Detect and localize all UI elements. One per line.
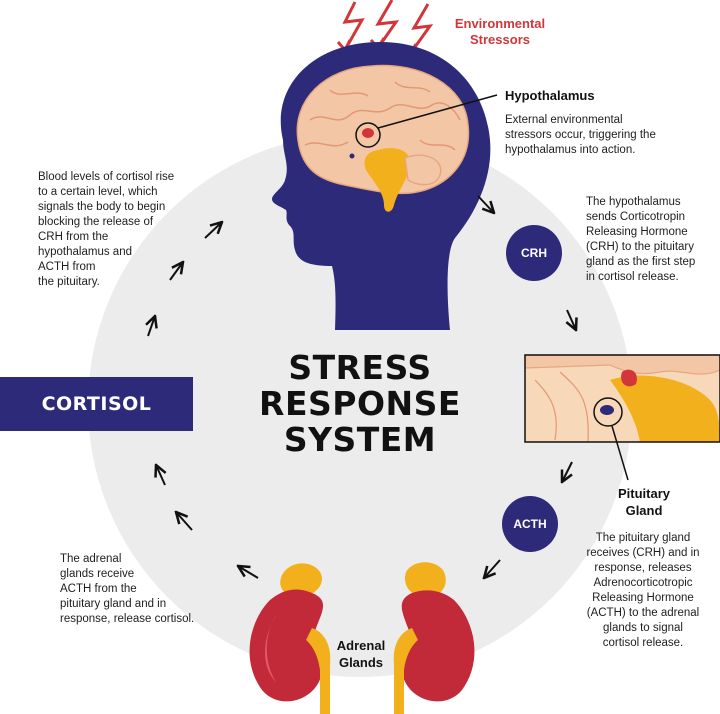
adrenal-desc-line: pituitary gland and in xyxy=(60,598,167,610)
stressors-line-1: Environmental xyxy=(454,16,546,31)
pituitary-label: Pituitary Gland xyxy=(598,485,690,519)
crh-desc-line: gland as the first step xyxy=(586,256,696,268)
arrow-hypothalamus-to-crh xyxy=(477,195,494,213)
hypothalamus-description: External environmental stressors occur, … xyxy=(505,113,715,158)
stressors-line-2: Stressors xyxy=(470,32,530,47)
title-line-2: RESPONSE xyxy=(259,384,461,423)
cortisol-box: CORTISOL xyxy=(0,377,193,431)
pituitary-desc-line: response, releases xyxy=(594,562,692,574)
arrow-crh-to-pituitary xyxy=(567,309,576,330)
pituitary-desc-line: Releasing Hormone xyxy=(592,592,694,604)
hypothalamus-label: Hypothalamus xyxy=(505,88,595,103)
brain-icon xyxy=(296,64,470,212)
adrenal-desc-line: The adrenal xyxy=(60,553,122,565)
arrow-acth-to-adrenal xyxy=(484,559,501,578)
pituitary-desc-line: receives (CRH) and in xyxy=(586,547,700,559)
arrow-adrenal-1 xyxy=(238,566,259,579)
adrenal-desc-line: response, release cortisol. xyxy=(60,613,195,625)
cortisol-desc-line: Blood levels of cortisol rise xyxy=(38,171,175,183)
cortisol-desc-line: the pituitary. xyxy=(38,276,100,288)
pituitary-desc-line: cortisol release. xyxy=(602,637,684,649)
cycle-background-circle xyxy=(88,133,632,677)
cortisol-desc-line: signals the body to begin xyxy=(38,201,166,213)
pituitary-label-line-1: Pituitary xyxy=(617,486,670,501)
adrenal-desc-line: glands receive xyxy=(60,568,135,580)
adrenal-glands-label: Adrenal Glands xyxy=(322,637,400,671)
diagram-title: STRESS RESPONSE SYSTEM xyxy=(210,350,510,458)
title-line-3: SYSTEM xyxy=(283,420,437,459)
hypothalamus-desc-line: External environmental xyxy=(505,114,623,126)
adrenal-label-line-1: Adrenal xyxy=(336,638,386,653)
cortisol-desc-line: blocking the release of xyxy=(38,216,154,228)
crh-desc-line: in cortisol release. xyxy=(586,271,679,283)
arrow-cortisol-2 xyxy=(169,262,183,281)
crh-desc-line: (CRH) to the pituitary xyxy=(586,241,695,253)
acth-badge: ACTH xyxy=(502,496,558,552)
adrenal-label-line-2: Glands xyxy=(338,655,384,670)
pituitary-description: The pituitary gland receives (CRH) and i… xyxy=(572,531,714,651)
arrow-adrenal-2 xyxy=(176,512,193,531)
pituitary-desc-line: glands to signal xyxy=(603,622,683,634)
crh-desc-line: The hypothalamus xyxy=(586,196,681,208)
crh-description: The hypothalamus sends Corticotropin Rel… xyxy=(586,195,720,285)
cycle-arrows xyxy=(148,195,576,579)
crh-desc-line: Releasing Hormone xyxy=(586,226,688,238)
cortisol-description: Blood levels of cortisol rise to a certa… xyxy=(38,170,238,290)
adrenal-glands-icon xyxy=(249,562,475,714)
arrow-cortisol-3 xyxy=(204,222,222,239)
pituitary-desc-line: (ACTH) to the adrenal xyxy=(586,607,700,619)
pituitary-desc-line: Adrenocorticotropic xyxy=(593,577,693,589)
arrow-adrenal-3 xyxy=(156,465,165,486)
crh-desc-line: sends Corticotropin xyxy=(586,211,686,223)
pituitary-desc-line: The pituitary gland xyxy=(595,532,691,544)
pituitary-inset-image xyxy=(524,354,720,481)
pituitary-label-line-2: Gland xyxy=(625,503,663,518)
environmental-stressors-label: Environmental Stressors xyxy=(440,16,560,48)
hypothalamus-desc-line: stressors occur, triggering the xyxy=(505,129,656,141)
cortisol-desc-line: CRH from the xyxy=(38,231,109,243)
title-line-1: STRESS xyxy=(288,348,432,387)
cortisol-desc-line: to a certain level, which xyxy=(38,186,158,198)
adrenal-description: The adrenal glands receive ACTH from the… xyxy=(60,552,260,627)
cortisol-desc-line: hypothalamus and xyxy=(38,246,132,258)
arrow-pituitary-to-acth xyxy=(562,461,573,482)
hypothalamus-pointer xyxy=(355,94,498,148)
hypothalamus-desc-line: hypothalamus into action. xyxy=(505,144,636,156)
crh-badge: CRH xyxy=(506,225,562,281)
adrenal-desc-line: ACTH from the xyxy=(60,583,137,595)
arrow-cortisol-1 xyxy=(148,316,155,337)
cortisol-desc-line: ACTH from xyxy=(38,261,96,273)
